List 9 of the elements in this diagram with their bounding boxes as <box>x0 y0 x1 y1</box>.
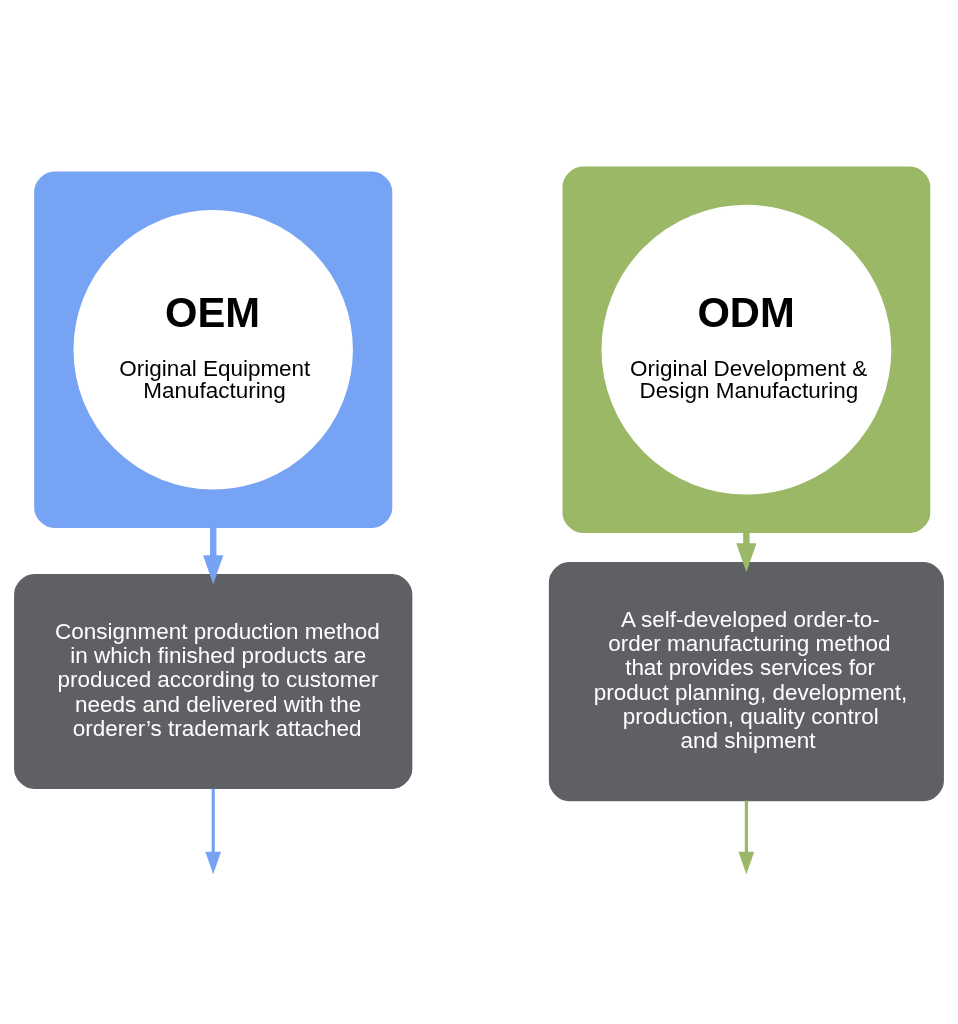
node-circle: ODM Original Development & Design Manufacturing <box>601 204 892 495</box>
node-box: Consignment production method in which finished products are produced according to customer needs and delivered with the orderer’s trademark attached <box>14 573 413 789</box>
arrow <box>205 788 222 874</box>
arrow <box>738 800 755 874</box>
arrow <box>203 526 224 584</box>
cluster <box>34 170 393 528</box>
node-box: A self-developed order-to-order manufacturing method that provides services for product planning, development, production, quality control and shipment <box>548 561 944 801</box>
node-circle: OEM Original Equipment Manufacturing <box>73 209 353 489</box>
cluster <box>562 165 931 533</box>
